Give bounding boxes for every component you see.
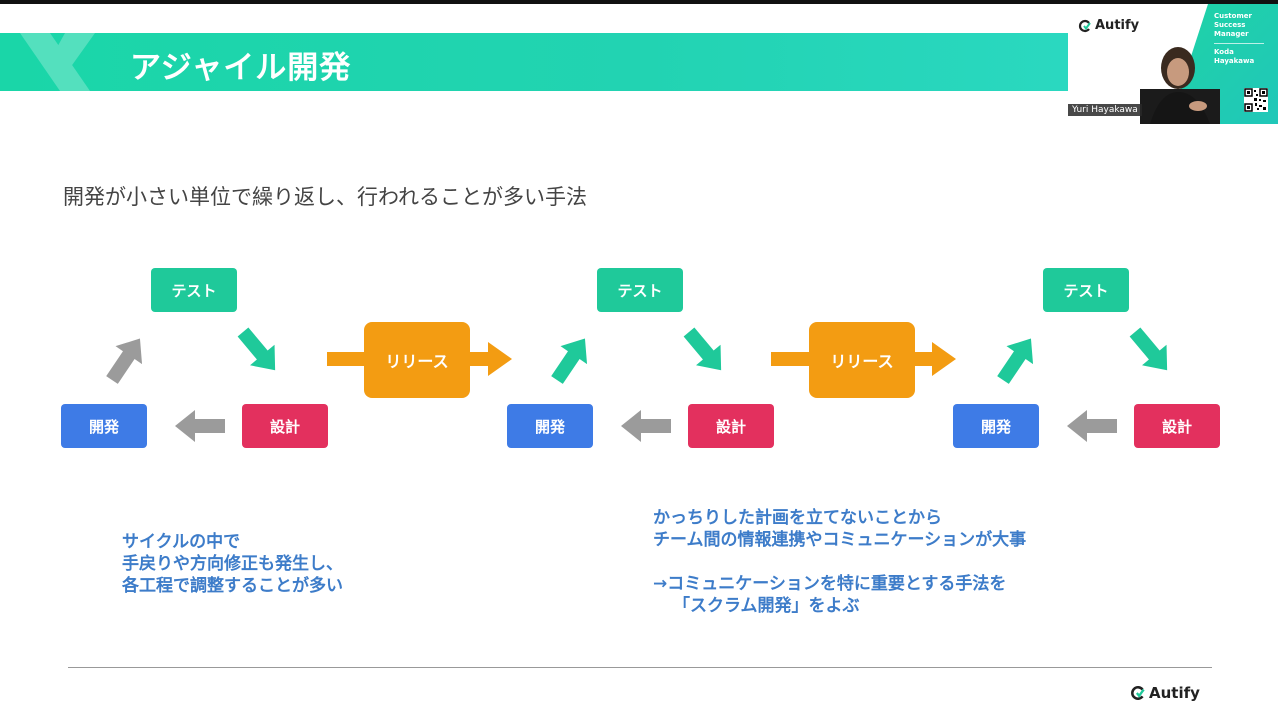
arrow-test-to-design-1 — [230, 321, 288, 381]
arrow-test-to-design-3 — [1122, 321, 1180, 381]
note-right-line-2: チーム間の情報連携やコミュニケーションが大事 — [653, 530, 1027, 550]
arrow-design-to-dev-1 — [175, 410, 225, 442]
footer-logo: Autify — [1130, 684, 1200, 702]
cycle-1-design-box: 設計 — [242, 404, 328, 448]
autify-logo-icon — [1131, 686, 1145, 700]
note-right: かっちりした計画を立てないことから チーム間の情報連携やコミュニケーションが大事… — [653, 507, 1026, 617]
arrow-test-to-design-2 — [676, 321, 734, 381]
note-right-line-4: 「スクラム開発」をよぶ — [673, 596, 860, 616]
badge-role-1: Customer — [1214, 12, 1252, 20]
cycle-2-design-box: 設計 — [688, 404, 774, 448]
video-logo-text: Autify — [1095, 18, 1140, 33]
participant-name-tag: Yuri Hayakawa — [1068, 104, 1142, 116]
badge-role-3: Manager — [1214, 30, 1249, 38]
release-box-1: リリース — [364, 322, 470, 398]
arrow-design-to-dev-3 — [1067, 410, 1117, 442]
autify-logo-icon — [1078, 19, 1091, 32]
title-banner: アジャイル開発 — [0, 33, 1068, 91]
note-right-line-3: →コミュニケーションを特に重要とする手法を — [653, 574, 1007, 594]
note-left-line-2: 手戻りや方向修正も発生し、 — [122, 554, 343, 574]
qr-code-icon — [1244, 88, 1268, 112]
top-bar — [0, 0, 1278, 4]
video-logo: Autify — [1078, 18, 1139, 33]
arrow-dev-to-test-1 — [98, 329, 154, 389]
badge-role-2: Success — [1214, 21, 1246, 29]
cycle-2-dev-box: 開発 — [507, 404, 593, 448]
arrow-dev-to-test-2 — [543, 329, 599, 389]
participant-video-icon — [1140, 47, 1220, 124]
note-left: サイクルの中で 手戻りや方向修正も発生し、 各工程で調整することが多い — [122, 531, 343, 597]
arrow-design-to-dev-2 — [621, 410, 671, 442]
slide-subtitle: 開発が小さい単位で繰り返し、行われることが多い手法 — [63, 185, 587, 209]
video-participant-tile[interactable]: Autify Customer Success Manager Koda Hay… — [1068, 4, 1278, 124]
cycle-1-test-box: テスト — [151, 268, 237, 312]
slide-title: アジャイル開発 — [130, 50, 352, 86]
arrow-dev-to-test-3 — [989, 329, 1045, 389]
cycle-1-dev-box: 開発 — [61, 404, 147, 448]
chevron-decoration-icon — [20, 33, 95, 91]
note-left-line-1: サイクルの中で — [122, 532, 241, 552]
note-right-line-1: かっちりした計画を立てないことから — [653, 508, 942, 528]
badge-name-2: Hayakawa — [1214, 57, 1255, 65]
speaker-badge: Customer Success Manager Koda Hayakawa — [1214, 12, 1276, 66]
note-left-line-3: 各工程で調整することが多い — [122, 576, 343, 596]
release-box-2: リリース — [809, 322, 915, 398]
footer-divider — [68, 667, 1212, 668]
cycle-3-test-box: テスト — [1043, 268, 1129, 312]
cycle-3-dev-box: 開発 — [953, 404, 1039, 448]
badge-name-1: Koda — [1214, 48, 1234, 56]
footer-logo-text: Autify — [1149, 684, 1200, 702]
arrow-release-1 — [327, 342, 512, 376]
cycle-3-design-box: 設計 — [1134, 404, 1220, 448]
arrow-release-2 — [771, 342, 956, 376]
cycle-2-test-box: テスト — [597, 268, 683, 312]
